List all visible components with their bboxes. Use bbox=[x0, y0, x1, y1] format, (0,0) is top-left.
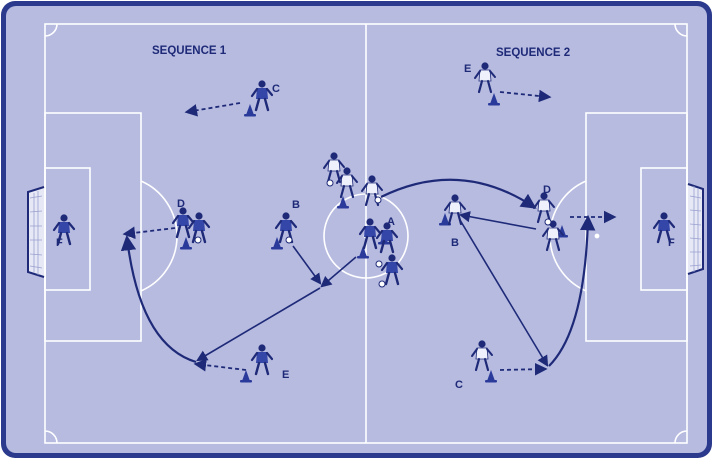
left-goal-area bbox=[44, 167, 91, 291]
left-penalty-spot bbox=[129, 233, 135, 239]
seq1-label-f: F bbox=[56, 237, 63, 249]
seq1-label-b: B bbox=[292, 199, 300, 211]
seq2-cross-arrow bbox=[548, 214, 596, 367]
seq1-e-run-arrow bbox=[193, 358, 247, 372]
corner-arc-tr bbox=[674, 23, 688, 37]
corner-arc-br bbox=[674, 430, 688, 444]
seq2-label-f: F bbox=[668, 237, 675, 249]
seq2-long-pass-arrow bbox=[380, 178, 537, 209]
ball bbox=[285, 236, 293, 244]
seq2-b-through-arrow bbox=[459, 219, 549, 367]
seq1-cross-arrow bbox=[120, 234, 197, 364]
seq2-e-run-arrow bbox=[499, 89, 552, 103]
corner-arc-tl bbox=[44, 23, 58, 37]
ball bbox=[326, 179, 334, 187]
seq1-c-run-arrow bbox=[184, 102, 241, 117]
left-goal bbox=[27, 186, 45, 278]
seq1-label-e: E bbox=[282, 369, 289, 381]
ball bbox=[374, 196, 382, 204]
right-goal-area bbox=[640, 167, 688, 291]
seq1-label-d: D bbox=[177, 198, 185, 210]
sequence-2-arrows bbox=[380, 89, 617, 376]
corner-arc-bl bbox=[44, 430, 58, 444]
ball bbox=[378, 280, 386, 288]
sequence-1-arrows bbox=[120, 102, 357, 372]
seq1-b-pass-arrow bbox=[292, 245, 322, 285]
seq2-c-run-arrow bbox=[499, 362, 548, 376]
sequence-2-title: SEQUENCE 2 bbox=[496, 47, 570, 59]
pitch bbox=[6, 6, 707, 453]
seq1-a-pass-arrow bbox=[320, 256, 357, 288]
seq1-label-a: A bbox=[387, 216, 395, 228]
seq1-d-run-arrow bbox=[122, 226, 176, 240]
seq2-label-e: E bbox=[464, 63, 471, 75]
ball bbox=[544, 218, 552, 226]
seq1-label-c: C bbox=[272, 83, 280, 95]
sequence-1-title: SEQUENCE 1 bbox=[152, 45, 227, 57]
ball bbox=[375, 260, 383, 268]
seq2-d-pass-arrow bbox=[458, 211, 537, 230]
seq2-label-b: B bbox=[451, 237, 459, 249]
pitch-lines bbox=[44, 23, 688, 444]
seq2-label-c: C bbox=[455, 379, 463, 391]
right-penalty-spot bbox=[594, 233, 600, 239]
seq2-label-d: D bbox=[543, 184, 551, 196]
right-goal bbox=[687, 183, 704, 275]
ball bbox=[194, 236, 202, 244]
seq1-through-ball-arrow bbox=[196, 287, 321, 362]
